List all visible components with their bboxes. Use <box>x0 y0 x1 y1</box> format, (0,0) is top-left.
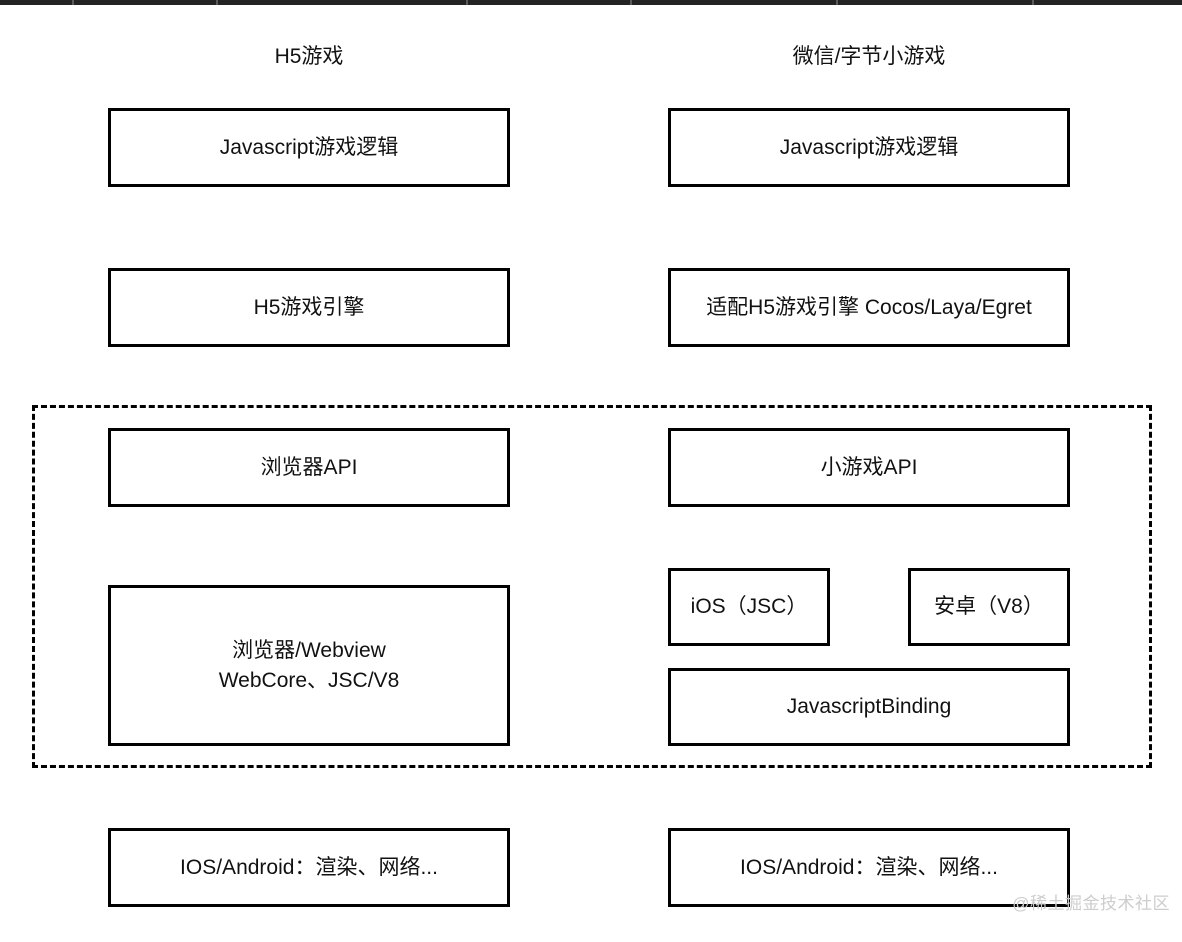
top-strip-tick <box>630 0 632 5</box>
node-mini-javascript-binding[interactable]: JavascriptBinding <box>668 668 1070 746</box>
node-mini-os-layer[interactable]: IOS/Android：渲染、网络... <box>668 828 1070 907</box>
top-strip-tick <box>466 0 468 5</box>
node-mini-minigame-api[interactable]: 小游戏API <box>668 428 1070 507</box>
node-label: 安卓（V8） <box>934 595 1044 618</box>
node-label: 浏览器API <box>260 455 358 479</box>
watermark-text: @稀土掘金技术社区 <box>1012 894 1170 913</box>
node-mini-javascript-game-logic[interactable]: Javascript游戏逻辑 <box>668 108 1070 187</box>
node-label: 小游戏API <box>820 455 918 479</box>
top-strip-tick <box>836 0 838 5</box>
top-strip-tick <box>216 0 218 5</box>
node-label: IOS/Android：渲染、网络... <box>180 855 438 879</box>
node-h5-os-layer[interactable]: IOS/Android：渲染、网络... <box>108 828 510 907</box>
column-header-mini-game: 微信/字节小游戏 <box>792 45 946 68</box>
column-header-h5: H5游戏 <box>274 45 344 68</box>
node-h5-game-engine[interactable]: H5游戏引擎 <box>108 268 510 347</box>
node-label: 浏览器/Webview WebCore、JSC/V8 <box>218 638 400 692</box>
node-label: JavascriptBinding <box>786 695 952 718</box>
node-h5-javascript-game-logic[interactable]: Javascript游戏逻辑 <box>108 108 510 187</box>
node-label: Javascript游戏逻辑 <box>779 135 959 159</box>
node-mini-adapted-h5-engine[interactable]: 适配H5游戏引擎 Cocos/Laya/Egret <box>668 268 1070 347</box>
node-label: IOS/Android：渲染、网络... <box>740 855 998 879</box>
top-strip-tick <box>1032 0 1034 5</box>
runtime-layer-group-dashed-border <box>32 405 1152 768</box>
node-label: 适配H5游戏引擎 Cocos/Laya/Egret <box>706 295 1032 319</box>
top-strip-tick <box>72 0 74 5</box>
node-mini-android-v8[interactable]: 安卓（V8） <box>908 568 1070 646</box>
node-label: iOS（JSC） <box>690 595 808 618</box>
node-h5-browser-api[interactable]: 浏览器API <box>108 428 510 507</box>
top-edge-strip <box>0 0 1182 5</box>
node-h5-browser-webview-runtime[interactable]: 浏览器/Webview WebCore、JSC/V8 <box>108 585 510 746</box>
node-label: H5游戏引擎 <box>253 295 365 319</box>
node-mini-ios-jsc[interactable]: iOS（JSC） <box>668 568 830 646</box>
node-label: Javascript游戏逻辑 <box>219 135 399 159</box>
